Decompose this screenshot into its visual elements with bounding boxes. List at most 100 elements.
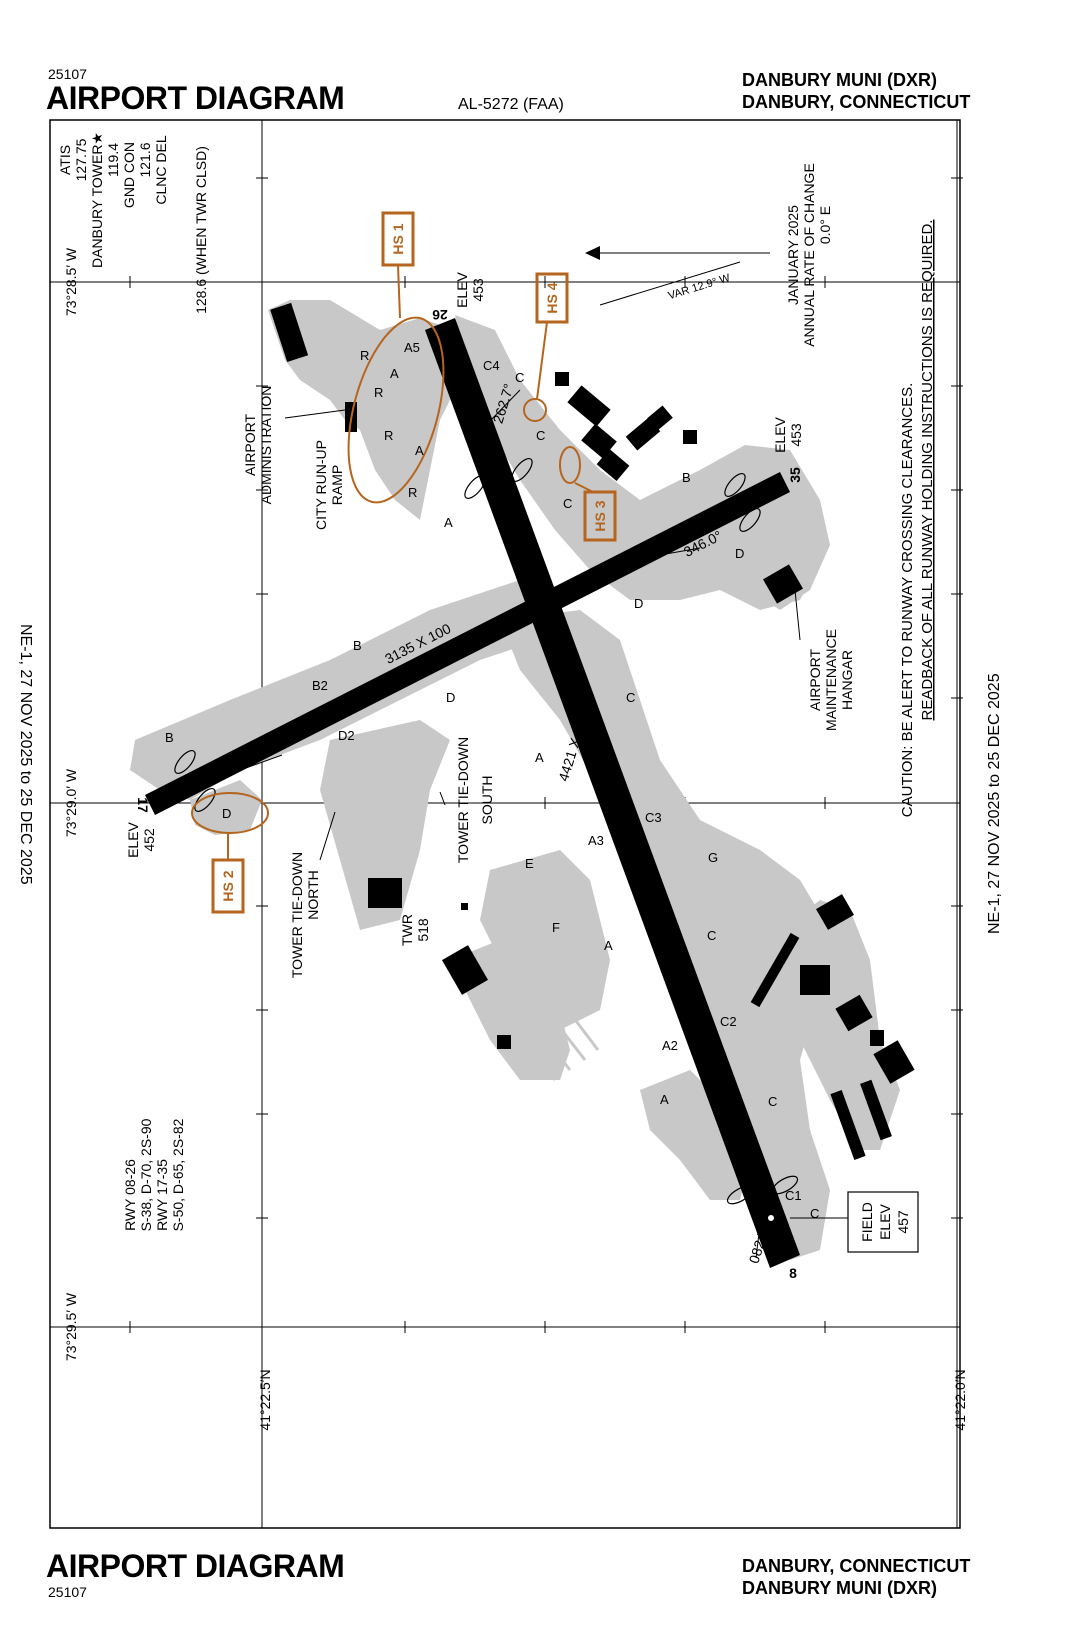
city-bottom: DANBURY, CONNECTICUT	[742, 1556, 971, 1576]
airport-name-top: DANBURY MUNI (DXR)	[742, 70, 937, 90]
hs2-ellipse	[191, 792, 269, 834]
twy-c3: C3	[645, 810, 662, 825]
twy-b-1: B	[682, 470, 691, 485]
hs4-circle	[523, 398, 547, 422]
lon-bottom-label: 73°29.5′ W	[63, 1292, 79, 1361]
cycle-left: NE-1, 27 NOV 2025 to 25 DEC 2025	[17, 624, 34, 885]
city-top: DANBURY, CONNECTICUT	[742, 92, 971, 112]
grid-ticks	[129, 177, 963, 1333]
leader-lines	[231, 252, 848, 1259]
field-elev-1: FIELD	[859, 1202, 875, 1242]
lat-lon-grid	[50, 120, 960, 1528]
elev-17-1: ELEV	[125, 821, 141, 857]
lat-left-label: 41°22.5′N	[257, 1369, 273, 1430]
strength-rwy-08-26-val: S-38, D-70, 2S-90	[138, 1118, 154, 1231]
freq-clnc-val: 128.6 (WHEN TWR CLSD)	[193, 146, 209, 314]
twy-b2: B2	[312, 678, 328, 693]
twy-c2: C2	[720, 1014, 737, 1029]
strength-rwy-17-35: RWY 17-35	[154, 1159, 170, 1231]
rwy-26-label: 26	[432, 307, 448, 323]
admin-label-2: ADMINISTRATION	[258, 386, 274, 505]
hs3-label: HS 3	[592, 500, 608, 531]
twy-a-6: A	[660, 1092, 669, 1107]
rwy-17-label: 17	[135, 797, 151, 813]
hangar-label-3: HANGAR	[839, 650, 855, 710]
freq-tower: DANBURY TOWER★	[89, 132, 105, 268]
twy-a-1: A	[390, 366, 399, 381]
lon-top-label: 73°28.5′ W	[63, 247, 79, 316]
twy-c4: C4	[483, 358, 500, 373]
rwy-8-label: 8	[789, 1265, 797, 1281]
twy-d-3: D	[446, 690, 455, 705]
twr-label-1: TWR	[399, 914, 415, 946]
twy-d-2: D	[634, 596, 643, 611]
hs1-ellipse	[347, 316, 445, 504]
twy-d-4: D	[222, 806, 231, 821]
mag-var: VAR 12.9° W	[667, 272, 732, 302]
strength-rwy-08-26: RWY 08-26	[122, 1159, 138, 1231]
field-elev-box	[847, 1191, 919, 1253]
tiedown-south-2: SOUTH	[479, 776, 495, 825]
tiedown-south-1: TOWER TIE-DOWN	[455, 737, 471, 863]
mag-change-2: ANNUAL RATE OF CHANGE	[801, 163, 817, 347]
cycle-right: NE-1, 27 NOV 2025 to 25 DEC 2025	[986, 673, 1003, 934]
mag-change-1: JANUARY 2025	[785, 205, 801, 305]
field-elev-dot	[768, 1215, 774, 1221]
twy-a2: A2	[662, 1038, 678, 1053]
runup-label-2: RAMP	[329, 465, 345, 505]
twy-g: G	[708, 850, 718, 865]
lon-mid-label: 73°29.0′ W	[63, 768, 79, 837]
twy-d-1: D	[735, 546, 744, 561]
caution-line2: READBACK OF ALL RUNWAY HOLDING INSTRUCTI…	[919, 220, 936, 721]
twy-r-3: R	[384, 428, 393, 443]
hangar-label-2: MAINTENANCE	[823, 629, 839, 731]
elev-17-2: 452	[141, 828, 157, 852]
true-north-arrow	[585, 246, 600, 260]
twy-c-6: C	[768, 1094, 777, 1109]
twr-label-2: 518	[415, 918, 431, 942]
admin-building	[270, 302, 309, 363]
caution-line1: CAUTION: BE ALERT TO RUNWAY CROSSING CLE…	[899, 383, 916, 818]
elev-26-1: ELEV	[454, 271, 470, 307]
elev-26-2: 453	[470, 278, 486, 302]
hold-markings	[174, 458, 799, 1205]
hangar-label-1: AIRPORT	[807, 649, 823, 711]
twy-c-2: C	[536, 428, 545, 443]
tower-icon	[461, 903, 468, 910]
twy-a-2: A	[415, 443, 424, 458]
hs3-ellipse	[559, 446, 581, 484]
hotspot-boxes	[211, 211, 617, 914]
twy-c-1: C	[515, 370, 524, 385]
tiedown-north-2: NORTH	[305, 870, 321, 920]
freq-atis: ATIS	[57, 145, 73, 175]
elev-35-1: ELEV	[772, 416, 788, 452]
twy-r-4: R	[408, 485, 417, 500]
elev-35-2: 453	[788, 423, 804, 447]
hs4-label: HS 4	[544, 282, 560, 313]
tie-down-rows	[483, 959, 600, 1081]
buildings	[270, 302, 915, 1160]
twy-c1: C1	[785, 1188, 802, 1203]
runway-08-26	[425, 318, 800, 1268]
freq-gnd: GND CON	[121, 142, 137, 208]
twy-c-4: C	[626, 690, 635, 705]
maintenance-hangar	[763, 564, 803, 604]
twy-a-4: A	[535, 750, 544, 765]
twy-a3: A3	[588, 833, 604, 848]
rwy-35-label: 35	[787, 467, 803, 483]
twy-r-2: R	[374, 385, 383, 400]
title-bottom: AIRPORT DIAGRAM	[46, 1548, 345, 1584]
lat-right-label: 41°22.0′N	[952, 1369, 968, 1430]
field-elev-3: 457	[895, 1210, 911, 1234]
twy-a5: A5	[404, 340, 420, 355]
taxiway-labels: A5 R A R R A R A C4 C C C B D D B B2 D D…	[165, 340, 819, 1221]
al-number: AL-5272 (FAA)	[458, 96, 564, 113]
twy-f: F	[552, 920, 560, 935]
twy-a-5: A	[604, 938, 613, 953]
field-elev-2: ELEV	[877, 1203, 893, 1239]
tiedown-north-1: TOWER TIE-DOWN	[289, 852, 305, 978]
twy-c-5: C	[707, 928, 716, 943]
chart-number-bottom: 25107	[48, 1584, 87, 1600]
twy-e: E	[525, 856, 534, 871]
